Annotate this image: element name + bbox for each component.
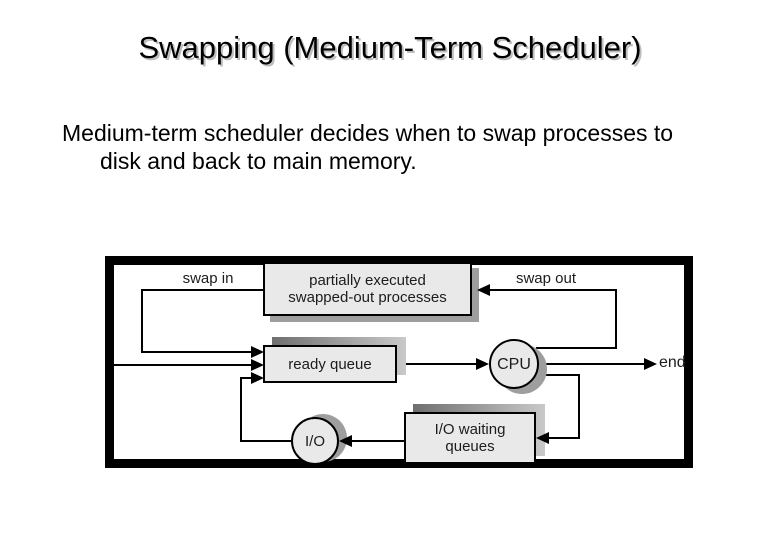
io-label: I/O <box>304 432 325 450</box>
node-ready-queue: ready queue <box>263 345 397 383</box>
body-text-line-2: disk and back to main memory. <box>100 148 417 174</box>
line-cpu-to-swapout-horizontal <box>536 347 617 349</box>
ready-queue-label: ready queue <box>288 355 372 373</box>
line-cpu-to-ioq-horizontal <box>536 374 580 376</box>
node-cpu: CPU <box>489 339 539 389</box>
line-swapout-vertical <box>615 289 617 349</box>
line-swap-in-bottom <box>141 351 253 353</box>
line-swap-out-top <box>489 289 617 291</box>
node-io: I/O <box>291 417 339 465</box>
arrowhead-swap-in-into-ready-queue <box>251 346 264 358</box>
label-swap-out: swap out <box>515 270 577 287</box>
line-ioq-to-io <box>349 440 406 442</box>
cpu-label: CPU <box>497 355 531 373</box>
io-waiting-label-line1: I/O waiting <box>434 421 506 438</box>
line-io-to-ready-vertical <box>240 377 242 442</box>
swapped-out-label-line1: partially executed <box>309 272 426 289</box>
node-swapped-out-processes: partially executed swapped-out processes <box>263 262 472 316</box>
line-io-to-ready-bottom <box>241 440 293 442</box>
line-entry-to-ready-queue <box>114 364 253 366</box>
line-ready-to-cpu <box>397 363 478 365</box>
arrowhead-to-end <box>644 358 657 370</box>
line-io-to-ready-top <box>240 377 253 379</box>
body-text-line-1: Medium-term scheduler decides when to sw… <box>62 120 674 146</box>
label-end: end <box>659 354 686 371</box>
arrowhead-into-io-circle <box>339 435 352 447</box>
line-swap-in-vertical <box>141 289 143 353</box>
line-cpu-to-ioq-vertical <box>578 374 580 439</box>
line-swap-in-top <box>141 289 265 291</box>
arrowhead-into-cpu <box>476 358 489 370</box>
node-io-waiting-queues: I/O waiting queues <box>404 412 536 464</box>
arrowhead-swap-out-into-box <box>477 284 490 296</box>
swapped-out-label-line2: swapped-out processes <box>288 289 447 306</box>
line-cpu-to-end <box>538 363 646 365</box>
io-waiting-label-line2: queues <box>445 438 495 455</box>
arrowhead-into-io-waiting-queues <box>536 432 549 444</box>
slide-title: Swapping (Medium-Term Scheduler) <box>138 30 642 65</box>
arrowhead-io-into-ready-queue <box>251 372 264 384</box>
arrowhead-entry-into-ready-queue <box>251 359 264 371</box>
line-cpu-to-ioq-bottom <box>548 437 580 439</box>
label-swap-in: swap in <box>182 270 234 287</box>
